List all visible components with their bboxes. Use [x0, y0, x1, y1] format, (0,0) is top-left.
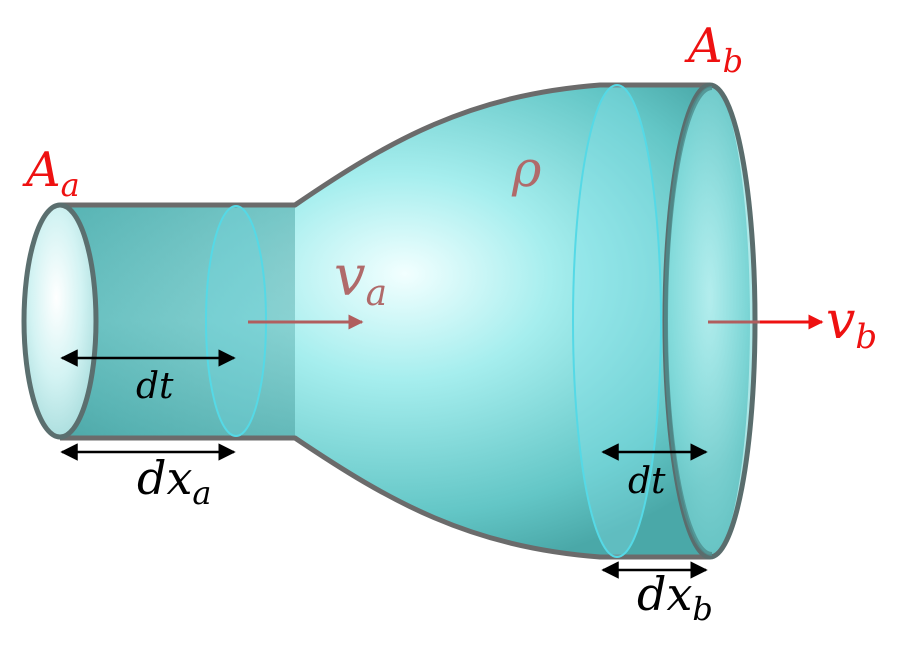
density-label: ρ: [511, 140, 542, 198]
velocity-b-label: vb: [826, 291, 877, 357]
dx-b-label: dxb: [637, 567, 713, 628]
dt-a-label: dt: [136, 366, 174, 407]
area-a-label: Aa: [22, 142, 80, 204]
pipe-body: [60, 85, 750, 557]
velocity-a-label: va: [334, 244, 387, 314]
cross-section-b: [572, 84, 662, 558]
pipe-outline: [60, 82, 710, 560]
dt-b-label: dt: [628, 461, 666, 502]
inlet-cap: [21, 202, 99, 440]
pipe-neck-shade: [60, 205, 295, 438]
area-b-label: Ab: [684, 18, 743, 80]
outlet-cap-rim-shade: [664, 86, 713, 556]
dx-a-label: dxa: [137, 451, 211, 512]
